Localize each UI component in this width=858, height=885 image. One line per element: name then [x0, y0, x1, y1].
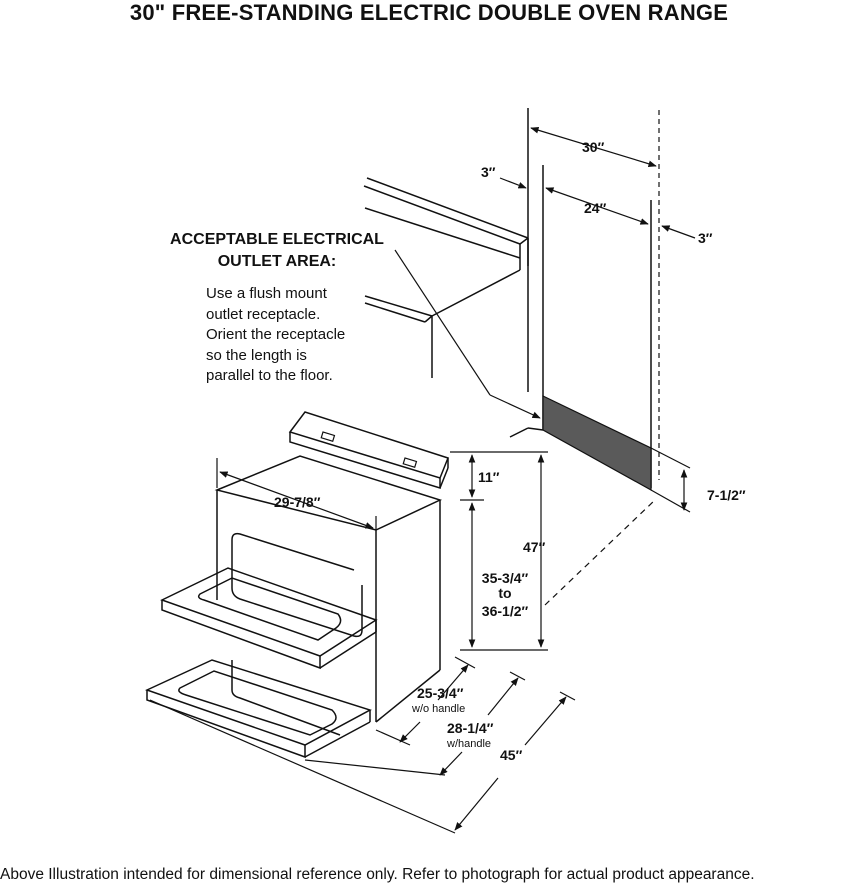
dim-backguard-height: 11″: [478, 469, 500, 485]
page-title: 30" FREE-STANDING ELECTRIC DOUBLE OVEN R…: [129, 0, 729, 25]
outlet-note-line: Orient the receptacle: [206, 326, 345, 343]
range-illustration: [144, 411, 449, 759]
dim-depth-with-handle: 28-1/4″: [447, 720, 494, 736]
dim-left-clearance: 3″: [481, 164, 496, 180]
dim-outlet-width: 24″: [584, 200, 607, 216]
dim-total-height: 47″: [523, 539, 546, 555]
outlet-note-line: parallel to the floor.: [206, 367, 333, 384]
dimension-labels: 30″ 3″ 24″ 3″ 7-1/2″ 11″ 47″ 35-3/4″ to …: [274, 139, 746, 763]
dim-depth-with-handle-note: w/handle: [446, 738, 491, 750]
outlet-note-line: outlet receptacle.: [206, 306, 320, 323]
dim-cooktop-height-max: 36-1/2″: [482, 603, 529, 619]
dim-outlet-height: 7-1/2″: [707, 487, 746, 503]
dim-cooktop-height-min: 35-3/4″: [482, 570, 529, 586]
dim-cabinet-width: 30″: [582, 139, 605, 155]
outlet-note-line: Use a flush mount: [206, 285, 328, 302]
dim-right-clearance: 3″: [698, 230, 713, 246]
dim-depth-no-handle: 25-3/4″: [417, 685, 464, 701]
outlet-area: [542, 395, 652, 492]
outlet-heading-line1: ACCEPTABLE ELECTRICAL: [170, 231, 384, 248]
outlet-area-callout: ACCEPTABLE ELECTRICAL OUTLET AREA: Use a…: [170, 231, 384, 384]
outlet-note-line: so the length is: [206, 347, 307, 364]
wall-outline: [509, 108, 660, 606]
dim-depth-door-open: 45″: [500, 747, 523, 763]
dim-cooktop-height-to: to: [498, 585, 511, 601]
countertop: [363, 177, 529, 378]
outlet-heading-line2: OUTLET AREA:: [218, 253, 337, 270]
dim-range-width: 29-7/8″: [274, 494, 321, 510]
disclaimer-footer: Above Illustration intended for dimensio…: [0, 866, 755, 883]
dim-depth-no-handle-note: w/o handle: [411, 703, 465, 715]
dimension-lines: [149, 126, 696, 834]
outlet-leader-line: [394, 249, 491, 396]
